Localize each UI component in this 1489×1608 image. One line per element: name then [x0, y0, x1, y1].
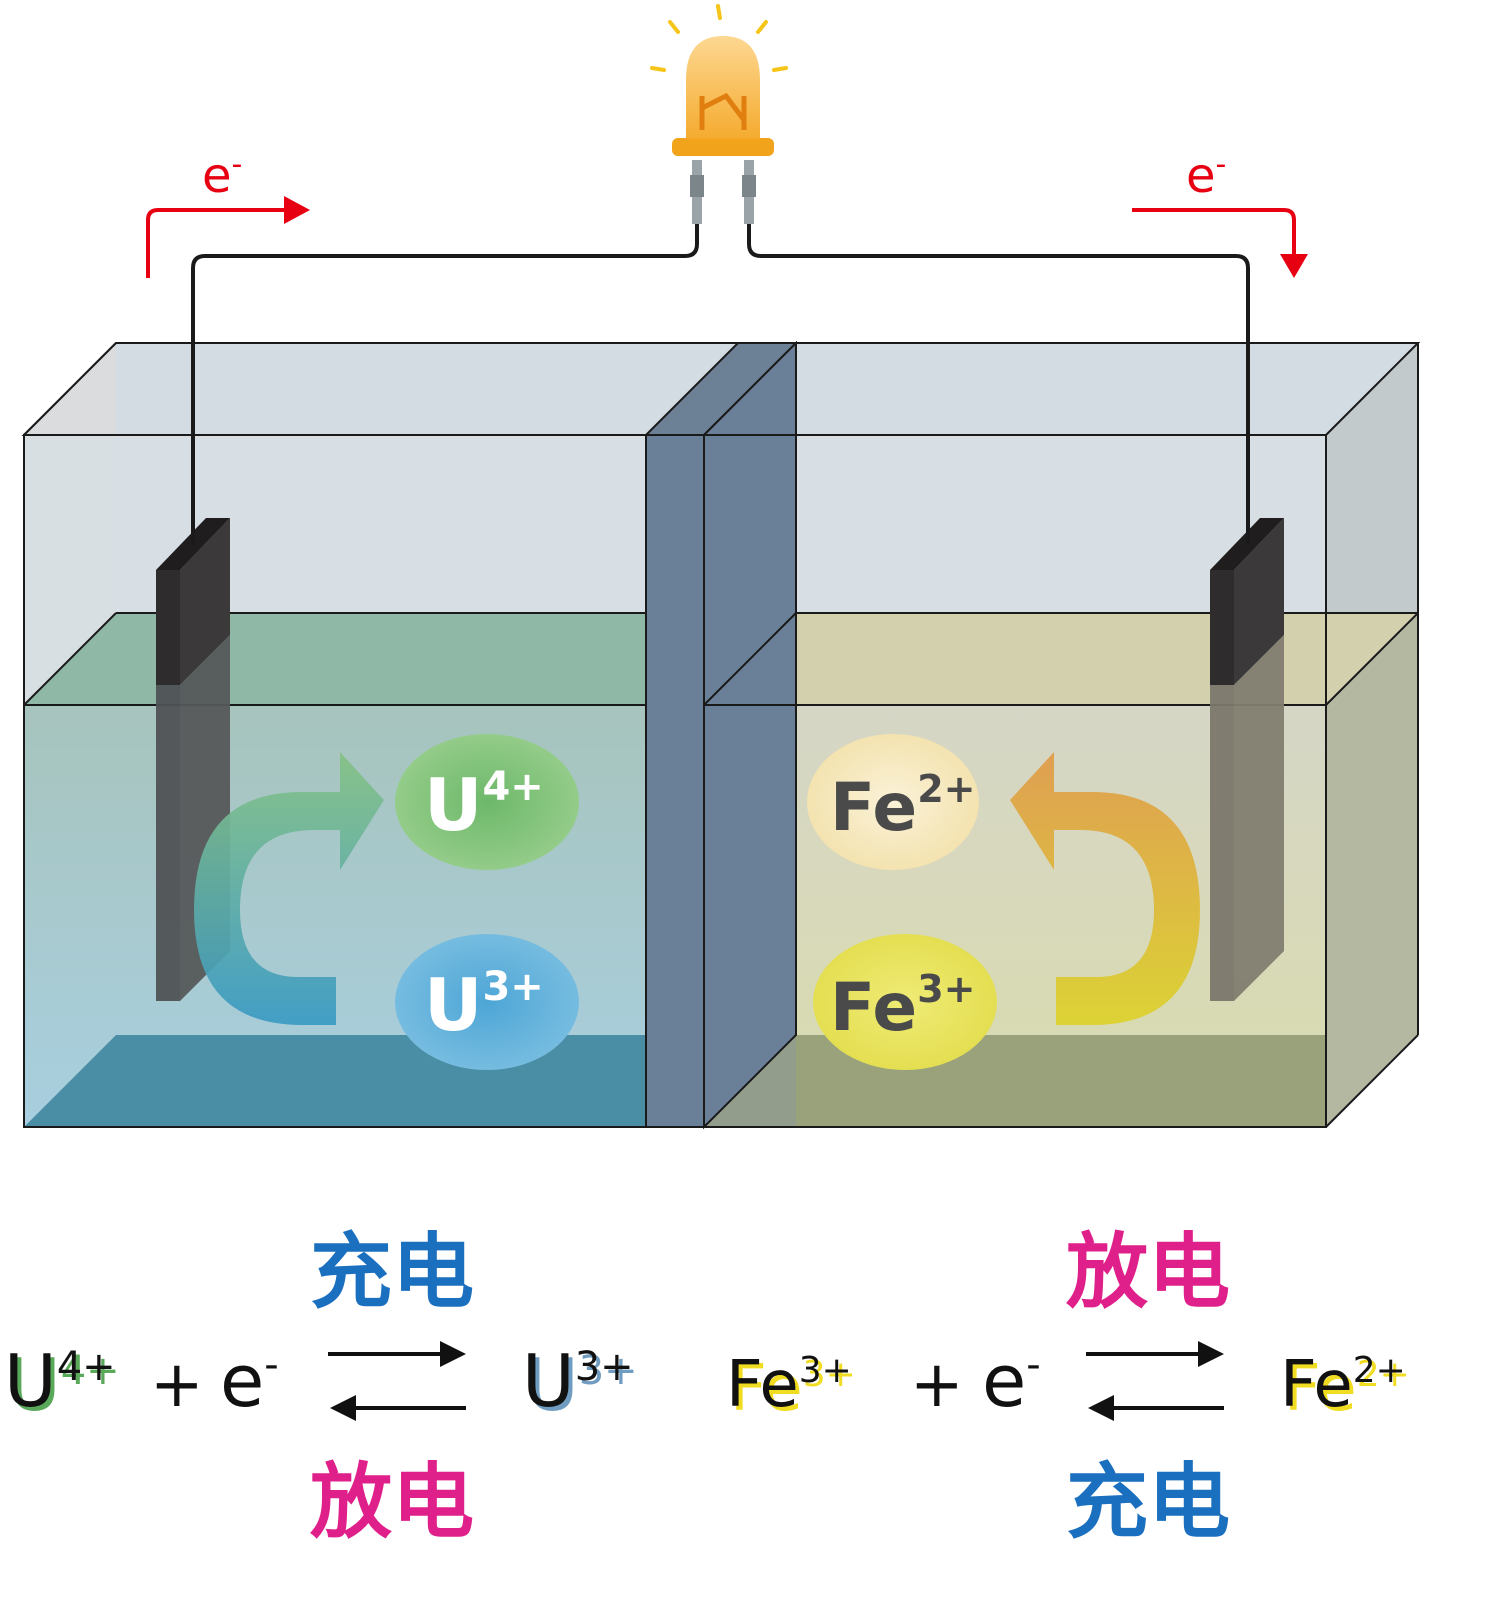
left-equilibrium-arrows — [328, 1341, 466, 1421]
left-liquid-surface — [24, 613, 646, 705]
left-equation: 充电 放电 U4+ U4+ + e- U3+ U3+ — [4, 1225, 638, 1550]
left-product: U3+ — [522, 1339, 634, 1423]
right-reverse-label: 充电 — [1066, 1455, 1230, 1550]
ion-fe2-symbol: Fe — [830, 769, 917, 846]
left-product-shadow: U3+ — [526, 1343, 638, 1427]
ion-u3: U3+ — [395, 934, 579, 1070]
ion-u4-charge: 4+ — [482, 764, 543, 810]
right-electrode — [1210, 518, 1284, 1001]
membrane — [645, 434, 705, 1128]
right-electron-term: e- — [982, 1339, 1041, 1423]
left-plus: + — [150, 1348, 204, 1422]
led-bulb-icon — [650, 4, 788, 224]
tank — [21, 340, 1421, 1130]
right-electron-label: e- — [1186, 147, 1226, 204]
right-reactant: Fe3+ — [726, 1348, 852, 1422]
right-equation: 放电 充电 Fe3+ Fe3+ + e- Fe2+ Fe2+ — [726, 1225, 1410, 1550]
svg-text:U3+: U3+ — [424, 963, 544, 1047]
left-reactant-shadow: U4+ — [8, 1343, 120, 1427]
right-product: Fe2+ — [1280, 1348, 1406, 1422]
right-liquid-surface — [704, 613, 1418, 705]
left-reverse-label: 放电 — [310, 1455, 474, 1550]
right-equilibrium-arrows — [1086, 1341, 1224, 1421]
ion-fe3: Fe3+ — [813, 934, 997, 1070]
right-electron-charge: - — [1216, 147, 1227, 182]
left-electron-label: e- — [202, 147, 242, 204]
left-electron-charge: - — [232, 147, 243, 182]
ion-fe3-symbol: Fe — [830, 969, 917, 1046]
right-liquid-side — [1326, 613, 1418, 1127]
ion-u4-symbol: U — [424, 763, 482, 847]
ion-fe2: Fe2+ — [807, 734, 979, 870]
ion-u3-symbol: U — [424, 963, 482, 1047]
left-reactant: U4+ — [4, 1339, 116, 1423]
right-electron-symbol: e — [1186, 148, 1216, 204]
left-conversion-arrow — [194, 752, 384, 1025]
left-electron-symbol: e — [202, 148, 232, 204]
left-electrode — [156, 518, 230, 1001]
left-wire — [191, 205, 699, 545]
right-reactant-shadow: Fe3+ — [730, 1352, 856, 1426]
left-electron-term: e- — [220, 1339, 279, 1423]
left-forward-label: 充电 — [310, 1225, 474, 1320]
left-electron-arrow: e- — [146, 147, 310, 278]
right-conversion-arrow — [1010, 752, 1200, 1025]
right-liquid-bottom — [704, 1035, 1418, 1127]
ion-u4: U4+ — [395, 734, 579, 870]
svg-text:U4+: U4+ — [424, 763, 544, 847]
membrane-side — [703, 340, 797, 1130]
ion-u3-charge: 3+ — [482, 964, 543, 1010]
ion-fe3-charge: 3+ — [917, 967, 975, 1011]
ion-fe2-charge: 2+ — [917, 767, 975, 811]
right-forward-label: 放电 — [1066, 1225, 1230, 1320]
right-electron-arrow: e- — [1132, 147, 1308, 278]
right-product-shadow: Fe2+ — [1284, 1352, 1410, 1426]
right-wire — [747, 205, 1250, 545]
svg-text:Fe2+: Fe2+ — [830, 767, 975, 846]
svg-text:Fe3+: Fe3+ — [830, 967, 975, 1046]
right-plus: + — [910, 1348, 964, 1422]
